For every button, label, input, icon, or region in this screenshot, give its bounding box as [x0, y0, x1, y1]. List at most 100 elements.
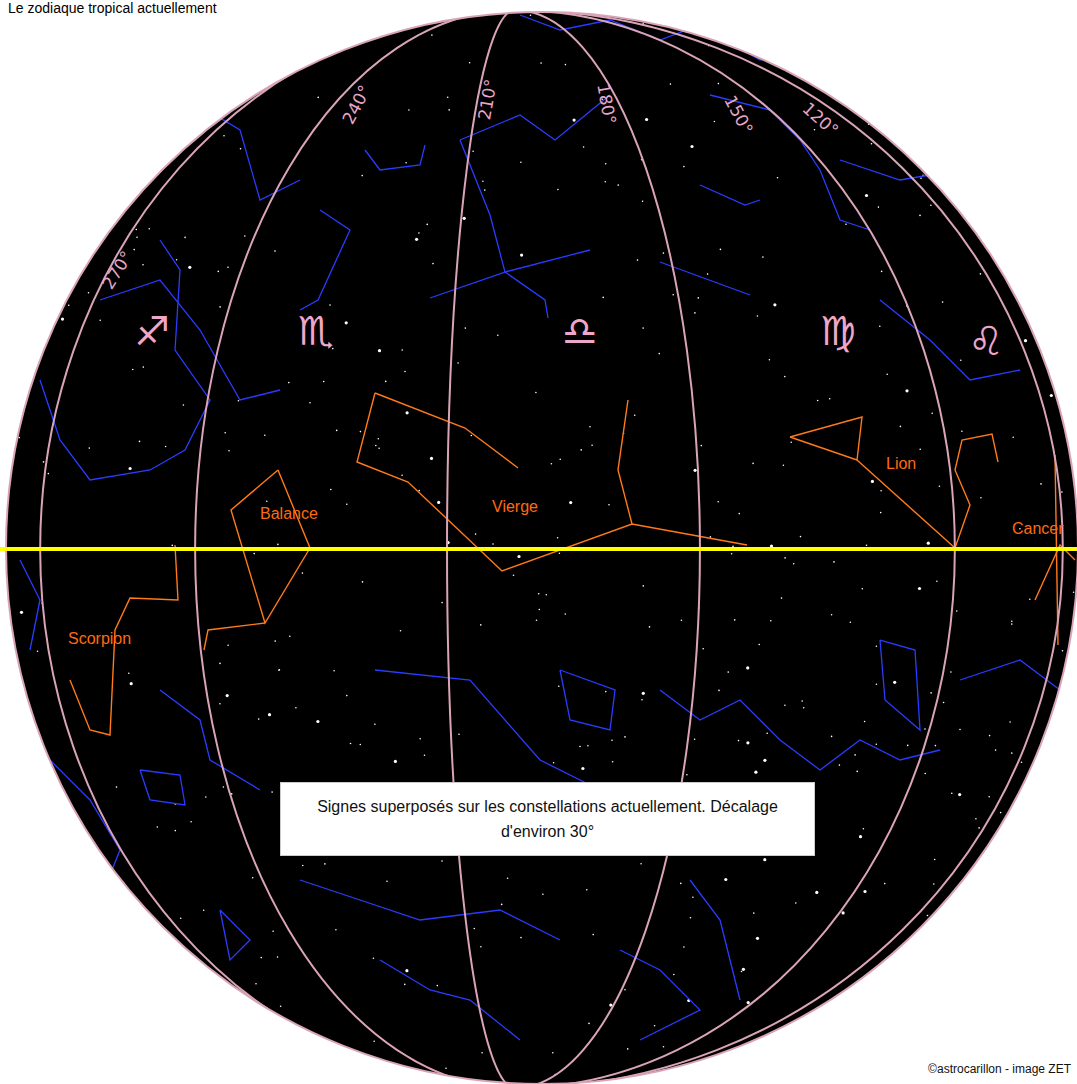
star	[507, 878, 509, 880]
star	[893, 681, 896, 684]
star	[724, 878, 727, 881]
star	[378, 349, 381, 352]
star	[879, 326, 881, 328]
star	[465, 327, 467, 329]
star	[497, 334, 499, 336]
star	[183, 404, 185, 406]
star	[938, 1037, 940, 1039]
star	[1050, 394, 1053, 397]
star	[924, 773, 926, 775]
star	[441, 602, 443, 604]
star	[918, 587, 921, 590]
star	[643, 585, 645, 587]
star	[226, 71, 228, 73]
star	[845, 223, 847, 225]
star	[17, 1032, 19, 1034]
star	[931, 413, 933, 415]
star	[980, 497, 982, 499]
star	[469, 62, 471, 64]
star	[686, 774, 688, 776]
star	[1070, 216, 1072, 218]
star	[53, 308, 55, 310]
star	[790, 441, 792, 443]
star	[215, 36, 217, 38]
copyright-note: ©astrocarillon - image ZET	[928, 1062, 1071, 1076]
zodiac-symbol: ♏	[298, 308, 334, 354]
star	[330, 489, 332, 491]
star	[692, 897, 694, 899]
star	[12, 56, 14, 58]
star	[942, 301, 944, 303]
star	[394, 760, 397, 763]
star	[223, 786, 225, 788]
star	[33, 332, 35, 334]
star	[406, 411, 409, 414]
star	[520, 161, 522, 163]
star	[866, 544, 868, 546]
star	[592, 934, 594, 936]
star	[579, 746, 581, 748]
star	[481, 1052, 483, 1054]
star	[871, 143, 873, 145]
star	[930, 692, 932, 694]
star	[752, 463, 754, 465]
star	[188, 266, 191, 269]
star	[20, 1040, 22, 1042]
star	[978, 827, 980, 829]
star	[777, 177, 779, 179]
star	[228, 450, 230, 452]
star	[175, 830, 177, 832]
star	[964, 207, 966, 209]
star	[142, 264, 144, 266]
star	[784, 557, 786, 559]
star	[720, 249, 722, 251]
star	[401, 474, 403, 476]
star	[933, 883, 935, 885]
star	[289, 636, 291, 638]
star	[309, 402, 311, 404]
star	[1013, 75, 1015, 77]
star	[135, 82, 138, 85]
star	[863, 828, 865, 830]
star	[501, 904, 503, 906]
star	[871, 1071, 873, 1073]
star	[992, 13, 994, 15]
star	[227, 267, 229, 269]
star	[876, 645, 878, 647]
star	[754, 771, 757, 774]
star	[329, 304, 331, 306]
star	[385, 381, 387, 383]
star	[375, 445, 377, 447]
star	[244, 235, 246, 237]
star	[734, 619, 736, 621]
star	[21, 55, 23, 57]
star	[617, 184, 619, 186]
star	[1024, 339, 1027, 342]
star	[253, 553, 255, 555]
star	[520, 937, 522, 939]
constellation-name: Vierge	[492, 498, 538, 516]
star	[580, 449, 582, 451]
star	[839, 764, 841, 766]
star	[746, 666, 749, 669]
star	[480, 946, 482, 948]
star	[463, 217, 466, 220]
star	[24, 235, 26, 237]
star	[954, 966, 956, 968]
star	[171, 68, 173, 70]
star	[431, 34, 433, 36]
star	[864, 721, 866, 723]
star	[881, 271, 883, 273]
star	[92, 117, 95, 120]
star	[1040, 483, 1042, 485]
star	[1039, 119, 1041, 121]
star	[1028, 89, 1030, 91]
star	[557, 189, 559, 191]
star	[1062, 650, 1064, 652]
star	[936, 581, 938, 583]
ecliptic-line	[0, 547, 1077, 551]
star	[546, 594, 548, 596]
star	[980, 70, 982, 72]
star	[961, 430, 963, 432]
star	[1054, 917, 1056, 919]
